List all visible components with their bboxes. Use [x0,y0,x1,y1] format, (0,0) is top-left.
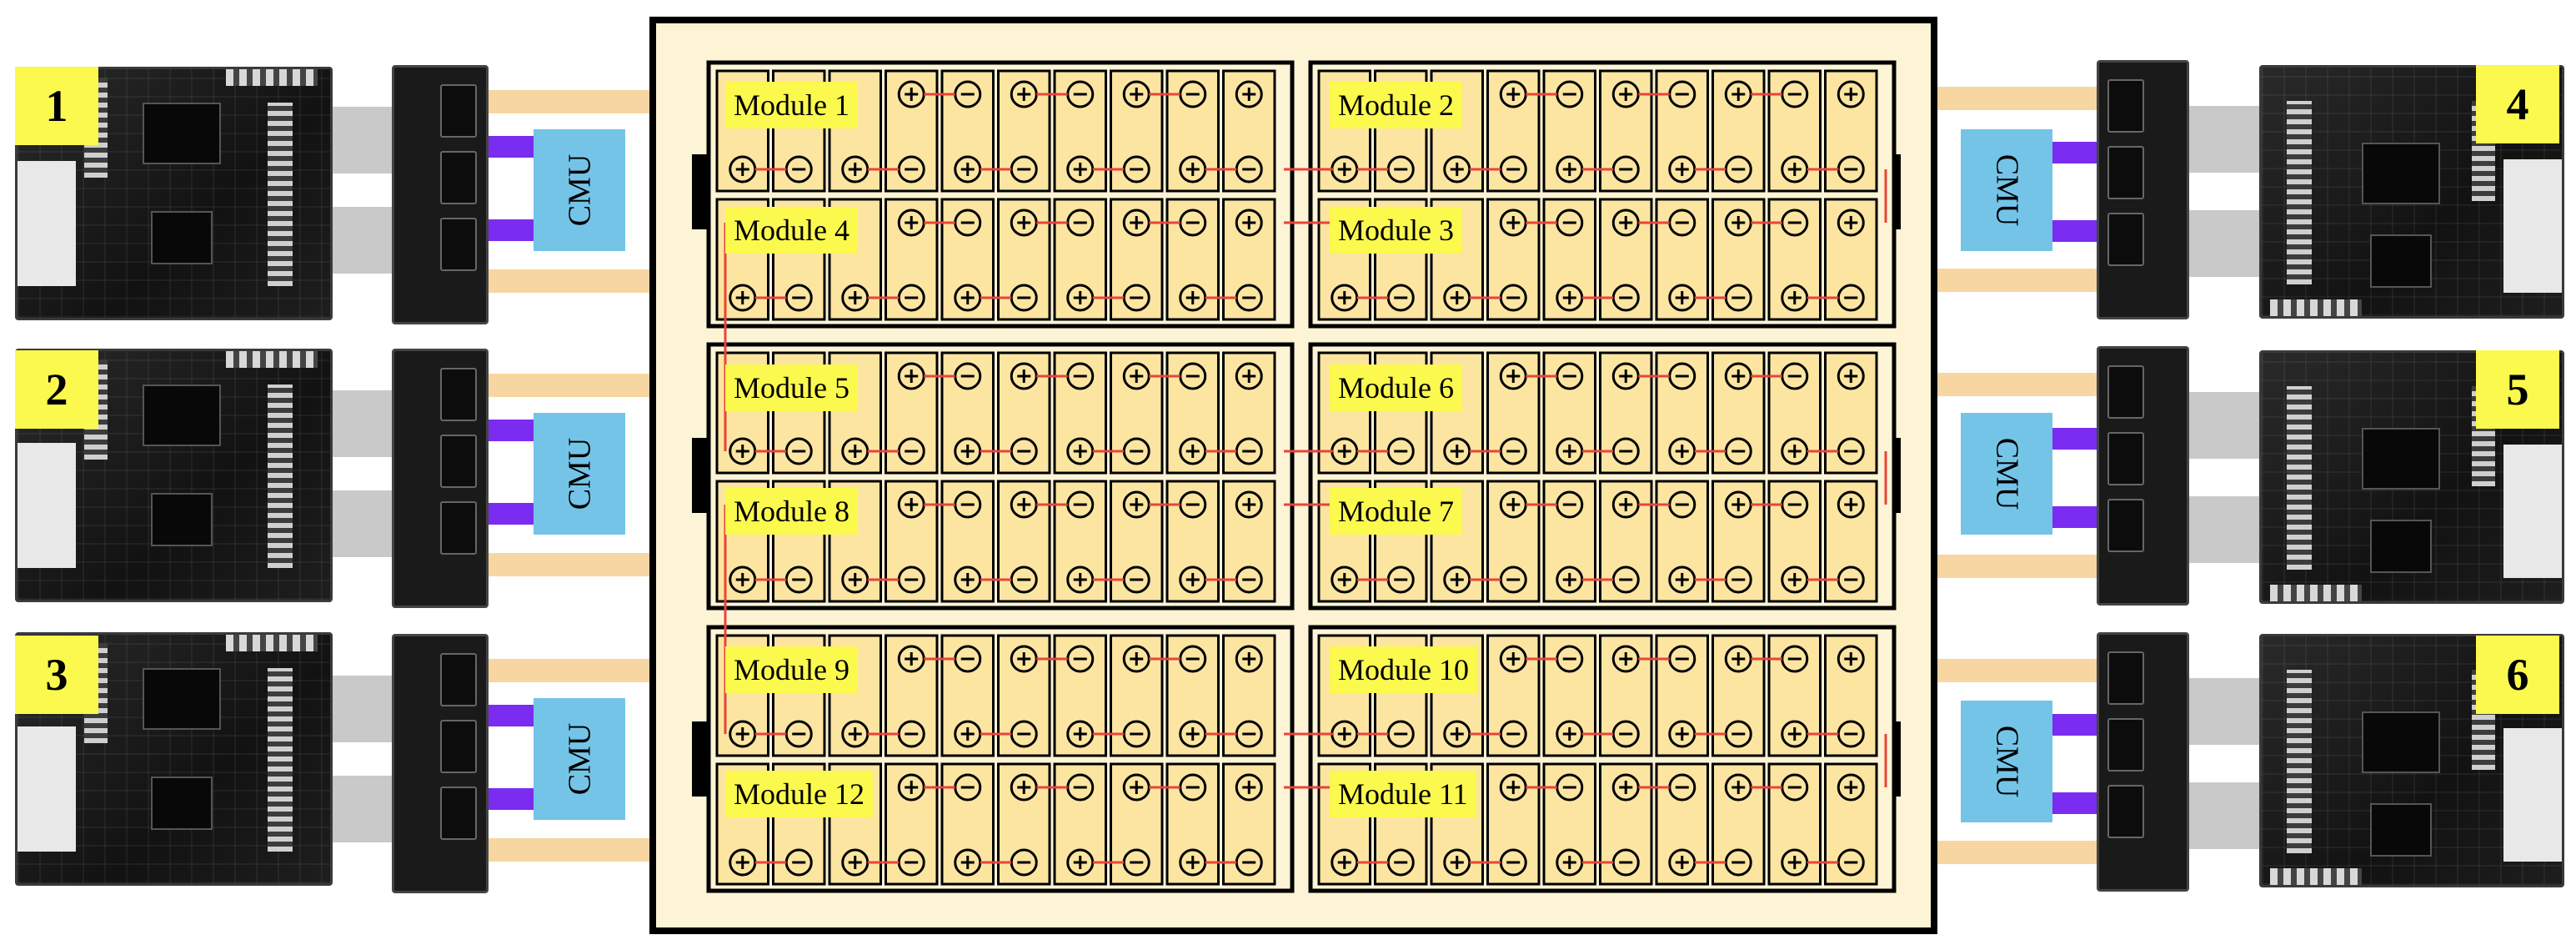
sense-wire [484,553,650,576]
cmu-link [2052,428,2098,450]
cmu-box-right-2: CMU [1961,413,2052,535]
board-label-4: 4 [2476,65,2559,143]
cmu-link [2052,792,2098,814]
cmu-link [2052,220,2098,242]
module-label-7: Module 7 [1330,488,1462,535]
connector-board-left-3 [392,634,489,893]
cmu-link [484,503,534,525]
module-label-10: Module 10 [1330,646,1477,693]
module-label-9: Module 9 [725,646,858,693]
connector-board-left-1 [392,65,489,324]
module-label-4: Module 4 [725,207,858,254]
cmu-box-left-1: CMU [534,129,625,251]
sense-wire [484,838,650,862]
module-label-1: Module 1 [725,82,858,128]
module-label-2: Module 2 [1330,82,1462,128]
board-label-5: 5 [2476,350,2559,429]
cmu-label: CMU [1988,437,2024,510]
ribbon-cable [328,207,394,274]
sense-wire [484,269,650,293]
ribbon-cable [2184,496,2261,563]
cmu-label: CMU [1988,725,2024,798]
module-label-12: Module 12 [725,771,873,817]
ribbon-cable [2184,678,2261,745]
cmu-link [2052,142,2098,163]
ribbon-cable [328,107,394,173]
cmu-box-left-3: CMU [534,698,625,820]
ribbon-cable [2184,392,2261,459]
ribbon-cable [328,776,394,842]
mounting-tab [692,438,707,513]
wires-layer [328,87,2261,864]
bms-board-2 [15,349,333,602]
sense-wire [1934,841,2097,864]
module-label-8: Module 8 [725,488,858,535]
connector-board-right-3 [2097,632,2189,892]
sense-wire [484,374,650,397]
cmu-link [484,219,534,241]
cmu-box-right-3: CMU [1961,701,2052,822]
ribbon-cable [2184,106,2261,173]
cmu-label: CMU [561,153,597,227]
cmu-label: CMU [1988,153,2024,227]
board-label-2: 2 [15,350,98,429]
sense-wire [1934,373,2097,396]
bms-board-6 [2259,634,2564,887]
module-label-3: Module 3 [1330,207,1462,254]
cmu-label: CMU [561,437,597,510]
sense-wire [484,90,650,113]
cmu-link [484,136,534,158]
sense-wire [1934,555,2097,578]
ribbon-cable [328,390,394,457]
sense-wire [1934,659,2097,682]
sense-wire [1934,87,2097,110]
sense-wire [1934,269,2097,292]
bms-board-3 [15,632,333,886]
board-label-6: 6 [2476,636,2559,714]
board-label-1: 1 [15,67,98,145]
cmu-link [2052,506,2098,528]
sense-wire [484,659,650,682]
ribbon-cable [328,490,394,557]
connector-board-left-2 [392,349,489,608]
module-label-11: Module 11 [1330,771,1476,817]
cmu-link [484,705,534,726]
mounting-tab [692,154,707,229]
cmu-box-right-1: CMU [1961,129,2052,251]
connector-board-right-1 [2097,60,2189,319]
ribbon-cable [328,676,394,742]
ribbon-cable [2184,210,2261,277]
cmu-link [484,788,534,810]
module-label-6: Module 6 [1330,364,1462,411]
cmu-box-left-2: CMU [534,413,625,535]
mounting-tab [692,721,707,797]
cmu-label: CMU [561,722,597,796]
cmu-link [484,420,534,441]
module-label-5: Module 5 [725,364,858,411]
board-label-3: 3 [15,636,98,714]
ribbon-cable [2184,782,2261,849]
cmu-link [2052,714,2098,736]
connector-board-right-2 [2097,346,2189,606]
